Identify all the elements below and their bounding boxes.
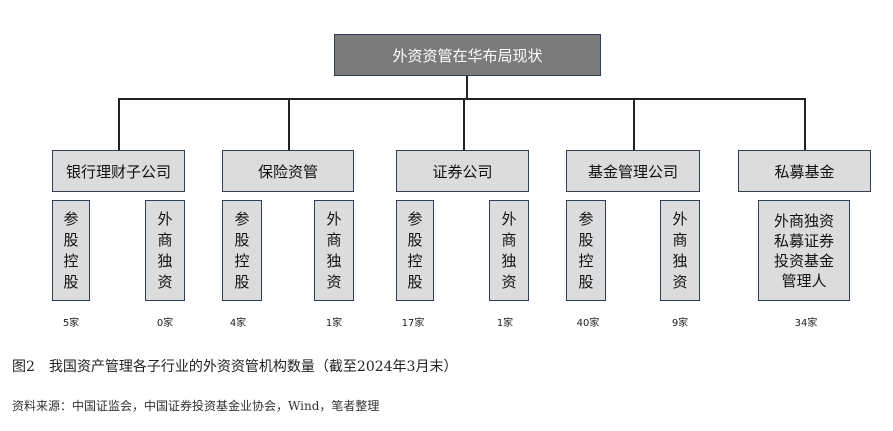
category-label: 保险资管: [257, 162, 318, 181]
sub-node-label: 外商独资: [326, 209, 342, 291]
category-label: 证券公司: [432, 162, 493, 181]
count-label: 1家: [496, 318, 514, 329]
category-connector: [804, 98, 806, 150]
figure-caption: 图2 我国资产管理各子行业的外资资管机构数量（截至2024年3月末）: [12, 359, 458, 375]
category-connector: [118, 98, 120, 150]
sub-node-label: 外商独资: [501, 209, 517, 291]
count-label: 34家: [794, 318, 818, 329]
category-connector: [463, 98, 465, 150]
sub-node: 参股控股: [222, 200, 262, 301]
org-diagram: 外资资管在华布局现状 银行理财子公司 保险资管 证券公司 基金管理公司 私募基金…: [52, 34, 871, 329]
count-label: 4家: [229, 318, 247, 329]
sub-node-label: 外商独资: [672, 209, 688, 291]
category-label: 银行理财子公司: [65, 162, 171, 181]
category-connector: [633, 98, 635, 150]
sub-node-label: 参股控股: [63, 209, 79, 291]
sub-node: 参股控股: [396, 200, 434, 301]
category-label: 基金管理公司: [587, 162, 678, 181]
count-label: 40家: [576, 318, 600, 329]
category-bank-wealth: 银行理财子公司: [52, 150, 185, 192]
count-label: 9家: [671, 318, 689, 329]
sub-node: 参股控股: [566, 200, 606, 301]
count-label: 0家: [156, 318, 174, 329]
category-securities: 证券公司: [396, 150, 529, 192]
category-fund-management: 基金管理公司: [566, 150, 700, 192]
count-label: 1家: [325, 318, 343, 329]
source-note: 资料来源：中国证监会，中国证券投资基金业协会，Wind，笔者整理: [12, 399, 380, 413]
sub-node: 外商独资: [660, 200, 700, 301]
category-label: 私募基金: [774, 162, 835, 181]
sub-node-label: 外商独资私募证券投资基金管理人: [773, 211, 834, 290]
sub-node-label: 参股控股: [234, 209, 250, 291]
sub-node-label: 外商独资: [157, 209, 173, 291]
sub-node: 外商独资私募证券投资基金管理人: [758, 200, 850, 301]
sub-node-label: 参股控股: [578, 209, 594, 291]
category-insurance-am: 保险资管: [222, 150, 354, 192]
sub-node: 外商独资: [145, 200, 185, 301]
root-node: 外资资管在华布局现状: [334, 34, 601, 76]
count-label: 5家: [62, 318, 80, 329]
category-connector: [288, 98, 290, 150]
sub-node: 参股控股: [52, 200, 90, 301]
count-label: 17家: [401, 318, 425, 329]
category-private-fund: 私募基金: [738, 150, 871, 192]
category-bus-line: [118, 98, 805, 100]
sub-node: 外商独资: [314, 200, 354, 301]
sub-node-label: 参股控股: [407, 209, 423, 291]
sub-node: 外商独资: [489, 200, 529, 301]
root-connector: [466, 76, 468, 98]
root-label: 外资资管在华布局现状: [392, 46, 543, 65]
